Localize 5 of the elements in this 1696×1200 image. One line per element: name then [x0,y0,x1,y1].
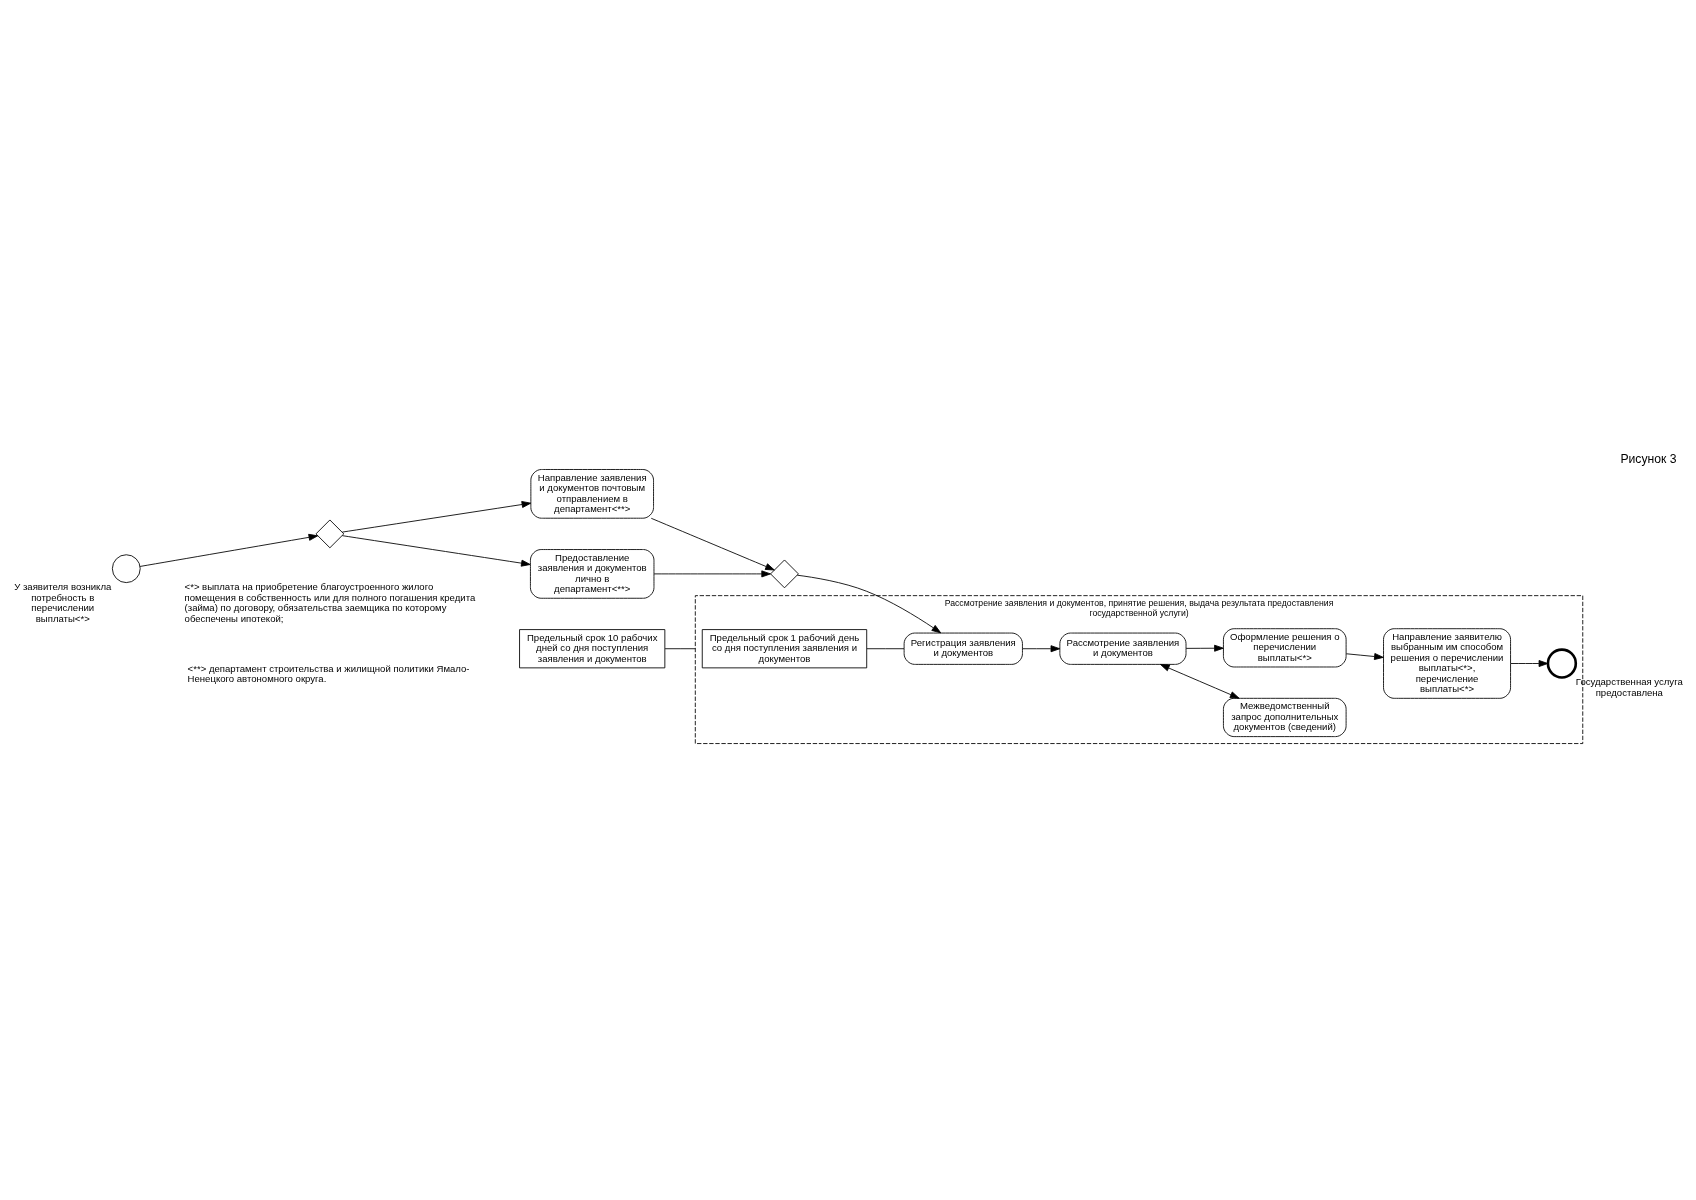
label: <*> выплата на приобретение благоустроенного жилого помещения в собственность или для полного погашения кредита (займа) по договору, обязательства заемщика по которому обеспечены ипотекой; [184,581,476,624]
label: <**> департамент строительства и жилищной политики Ямало-Ненецкого автономного округа. [187,663,470,685]
node-label: Государственная услуга предоставлена [1575,676,1683,698]
node-label: У заявителя возникла потребность в перечислении выплаты<*> [14,581,112,624]
diagram-title: Рисунок 3 [1620,451,1677,466]
